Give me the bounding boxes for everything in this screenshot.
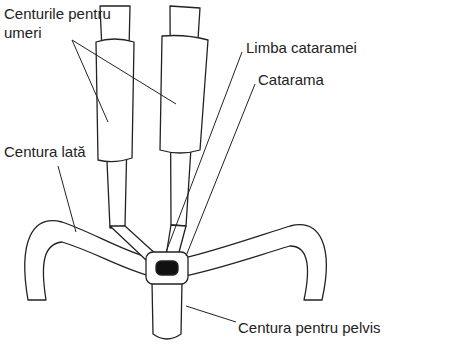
left-shoulder-pad — [96, 39, 134, 162]
buckle-button — [156, 261, 178, 275]
part-label: Limba cataramei — [246, 38, 357, 57]
part-label: Catarama — [258, 70, 324, 89]
part-label: Centura lată — [4, 142, 86, 161]
part-label: Centurile pentru umeri — [4, 4, 126, 42]
leader-line — [72, 40, 108, 122]
leader-line — [72, 40, 176, 104]
part-label: Centura pentru pelvis — [238, 318, 381, 337]
buckle — [146, 252, 188, 284]
right-shoulder-pad — [160, 36, 208, 154]
pelvis-strap — [152, 282, 182, 339]
leader-line — [186, 84, 255, 256]
leader-line — [186, 306, 236, 322]
leader-line — [166, 52, 242, 252]
right-lap-belt — [184, 225, 326, 300]
leader-line — [58, 166, 76, 232]
